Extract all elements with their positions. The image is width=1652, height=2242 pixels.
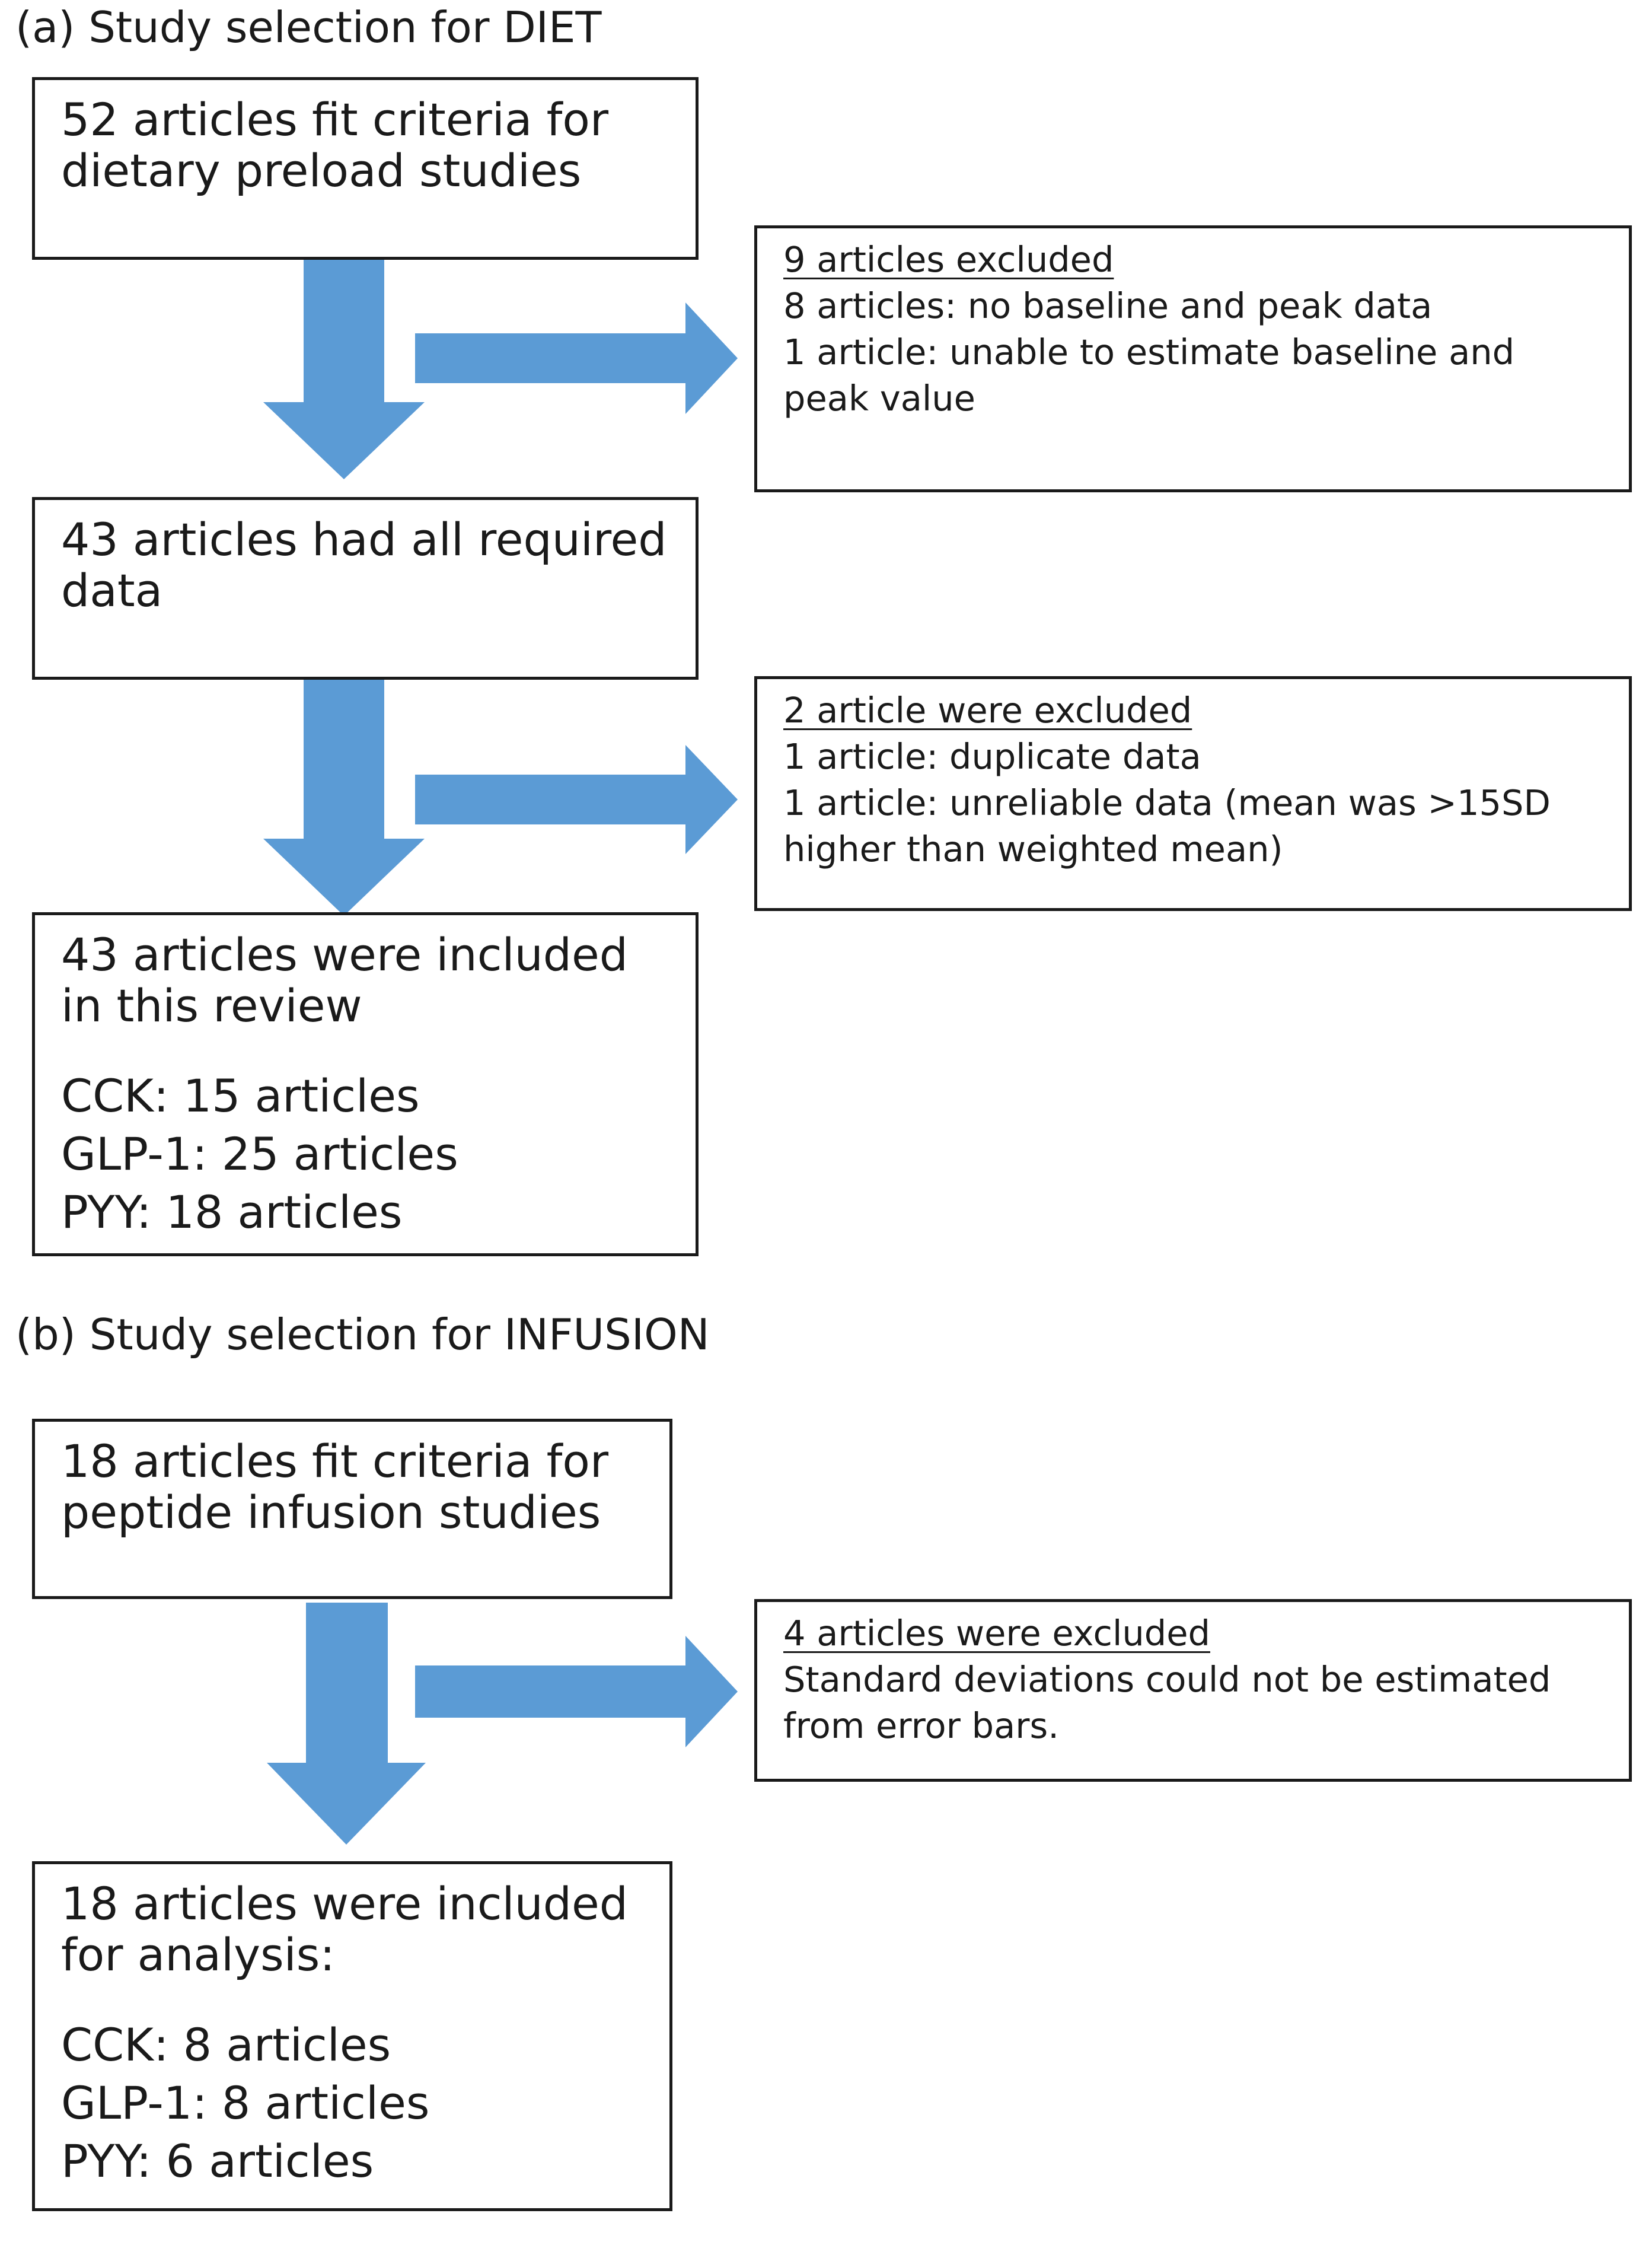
down-arrow-a1 <box>263 256 425 479</box>
diet-exclusion-1-line: 8 articles: no baseline and peak data <box>783 285 1433 326</box>
right-arrow-a1 <box>415 302 738 414</box>
list-item: PYY: 6 articles <box>61 2135 374 2187</box>
infusion-exclusion-title: 4 articles were excluded <box>783 1613 1210 1654</box>
list-item: PYY: 18 articles <box>61 1186 403 1238</box>
diet-exclusion-1-line: 1 article: unable to estimate baseline a… <box>783 332 1515 419</box>
down-arrow-b1 <box>267 1603 426 1845</box>
down-arrow-a2 <box>263 676 425 916</box>
infusion-included-box: 18 articles were included for analysis: … <box>32 1861 672 2211</box>
infusion-exclusion-line: Standard deviations could not be estimat… <box>783 1659 1551 1746</box>
right-arrow-b1 <box>415 1636 738 1747</box>
diet-included-box: 43 articles were included in this review… <box>32 912 699 1256</box>
diet-exclusion-box-2: 2 article were excluded 1 article: dupli… <box>754 676 1632 911</box>
diet-criteria-text: 52 articles fit criteria for dietary pre… <box>61 93 609 197</box>
diet-exclusion-2-line: 1 article: duplicate data <box>783 736 1201 777</box>
section-a-heading: (a) Study selection for DIET <box>15 2 602 52</box>
list-item: GLP-1: 25 articles <box>61 1128 458 1180</box>
diet-required-data-box: 43 articles had all required data <box>32 497 699 680</box>
diet-exclusion-box-1: 9 articles excluded 8 articles: no basel… <box>754 225 1632 492</box>
right-arrow-a2 <box>415 745 738 854</box>
infusion-included-list: CCK: 8 articles GLP-1: 8 articles PYY: 6… <box>61 2016 643 2190</box>
infusion-exclusion-box: 4 articles were excluded Standard deviat… <box>754 1599 1632 1782</box>
diet-criteria-box: 52 articles fit criteria for dietary pre… <box>32 77 699 260</box>
list-item: CCK: 15 articles <box>61 1069 420 1122</box>
diet-required-data-text: 43 articles had all required data <box>61 513 667 617</box>
list-item: CCK: 8 articles <box>61 2018 391 2071</box>
section-b-heading: (b) Study selection for INFUSION <box>15 1310 710 1359</box>
diet-included-list: CCK: 15 articles GLP-1: 25 articles PYY:… <box>61 1067 669 1241</box>
diet-exclusion-2-line: 1 article: unreliable data (mean was >15… <box>783 782 1551 870</box>
infusion-criteria-text: 18 articles fit criteria for peptide inf… <box>61 1435 609 1539</box>
diet-included-text: 43 articles were included in this review <box>61 928 629 1032</box>
infusion-included-text: 18 articles were included for analysis: <box>61 1877 629 1981</box>
diet-exclusion-2-title: 2 article were excluded <box>783 690 1192 731</box>
infusion-criteria-box: 18 articles fit criteria for peptide inf… <box>32 1419 672 1599</box>
list-item: GLP-1: 8 articles <box>61 2077 430 2129</box>
diet-exclusion-1-title: 9 articles excluded <box>783 239 1114 280</box>
